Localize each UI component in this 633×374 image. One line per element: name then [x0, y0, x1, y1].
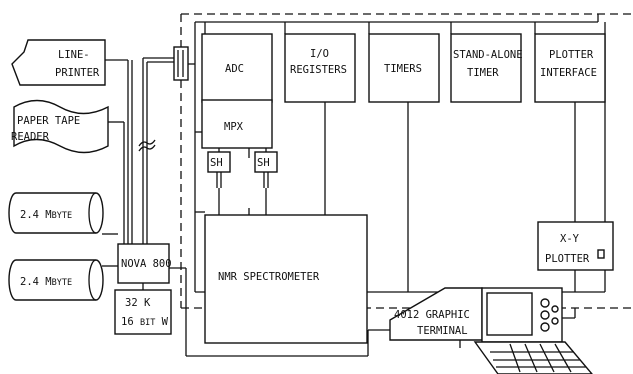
io-registers-module: I/O REGISTERS — [284, 33, 356, 103]
adc-module: ADC — [201, 33, 273, 103]
graphic-terminal-label-2: TERMINAL — [417, 325, 468, 337]
line-printer-label-2: PRINTER — [55, 67, 100, 79]
xy-plotter-label-2: PLOTTER — [545, 253, 590, 265]
nmr-spectrometer-label: NMR SPECTROMETER — [218, 271, 320, 283]
main-cable — [138, 57, 174, 244]
paper-tape-reader-label-2: READER — [11, 131, 50, 143]
timers-module: TIMERS — [368, 33, 440, 103]
memory-label-2: 16 BIT W — [121, 316, 169, 328]
graphic-terminal: 4012 GRAPHIC TERMINAL — [389, 287, 593, 374]
plotter-interface-label-1: PLOTTER — [549, 49, 594, 61]
nova-800-label: NOVA 800 — [121, 258, 172, 270]
mpx-module: MPX — [201, 99, 273, 152]
graphic-terminal-label-1: 4012 GRAPHIC — [394, 309, 470, 321]
memory-label-1: 32 K — [125, 297, 151, 309]
disk-2-label: 2.4 MBYTE — [20, 276, 72, 288]
adc-label: ADC — [225, 63, 244, 75]
sample-hold-1: SH — [207, 151, 231, 188]
line-printer: LINE- PRINTER — [11, 39, 133, 244]
nmr-spectrometer: NMR SPECTROMETER — [204, 188, 368, 344]
interface-chassis — [180, 13, 633, 309]
paper-tape-reader-label-1: PAPER TAPE — [17, 115, 80, 127]
sh-2-label: SH — [257, 157, 270, 169]
nova-800-computer: NOVA 800 — [117, 243, 392, 357]
standalone-timer-module: STAND-ALONE TIMER — [450, 33, 523, 103]
sample-hold-2: SH — [254, 151, 278, 188]
sh-1-label: SH — [210, 157, 223, 169]
io-registers-label-2: REGISTERS — [290, 64, 347, 76]
memory-32k: 32 K 16 BIT W — [114, 289, 172, 335]
xy-plotter: X-Y PLOTTER — [459, 221, 614, 348]
plotter-interface-module: PLOTTER INTERFACE — [534, 33, 606, 103]
timers-label: TIMERS — [384, 63, 422, 75]
disk-drive-2: 2.4 MBYTE — [8, 259, 118, 301]
disk-1-label: 2.4 MBYTE — [20, 209, 72, 221]
plotter-interface-label-2: INTERFACE — [540, 67, 597, 79]
paper-tape-reader: PAPER TAPE READER — [11, 99, 125, 244]
line-printer-label-1: LINE- — [58, 49, 90, 61]
xy-plotter-label-1: X-Y — [560, 233, 580, 245]
io-registers-label-1: I/O — [310, 48, 329, 60]
disk-drive-1: 2.4 MBYTE — [8, 192, 118, 235]
standalone-timer-label-1: STAND-ALONE — [453, 49, 523, 61]
bus-connector — [173, 46, 189, 81]
mpx-label: MPX — [224, 121, 244, 133]
standalone-timer-label-2: TIMER — [467, 67, 499, 79]
